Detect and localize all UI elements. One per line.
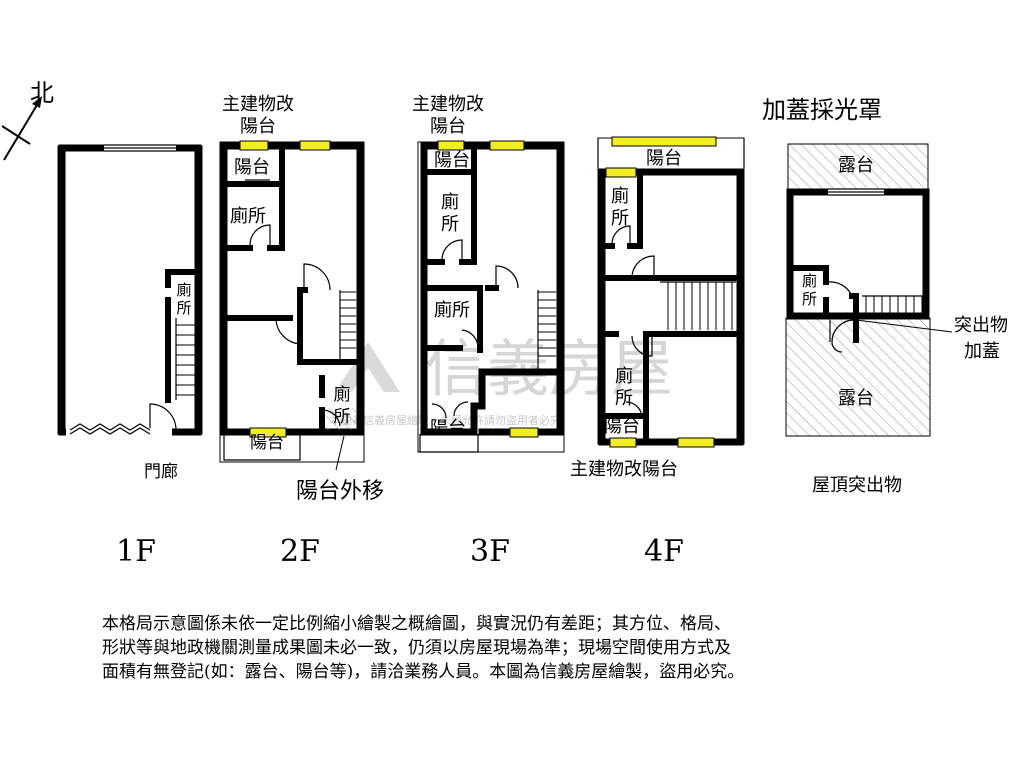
disclaimer: 本格局示意圖係未依一定比例縮小繪製之概繪圖，與實況仍有差距；其方位、格局、 形狀… (102, 612, 962, 684)
f3-balcony-bottom-label: 陽台 (430, 418, 466, 439)
f4-balcony-bottom-label: 陽台 (604, 416, 640, 437)
f3-toilet-top-label-2: 所 (441, 214, 459, 235)
floor-plan-drawing: 北 信義房屋 本圖為信義房屋繪製，未經允許請勿盜用者必究 廁 所 門廊 1F (1, 79, 1008, 569)
disclaimer-line-2: 形狀等與地政機關測量成果圖未必一致，仍須以房屋現場為準；現場空間使用方式及 (102, 638, 731, 658)
f3-window-1 (437, 140, 465, 151)
roof-toilet-label-1: 廁 (802, 272, 817, 290)
f3-floor-label: 3F (470, 534, 510, 569)
f3-window-3 (509, 427, 539, 438)
f2-toilet-bottom-label-2: 所 (334, 407, 351, 427)
f4-toilet-bottom-label-2: 所 (615, 388, 633, 409)
f2-moved-out-label: 陽台外移 (296, 479, 384, 504)
compass-label: 北 (30, 79, 54, 107)
roof-terrace-bottom-label: 露台 (838, 388, 874, 409)
floor-roof: 加蓋採光罩 露台 廁 所 露台 突出物 加蓋 屋頂突出物 (762, 96, 1008, 496)
f2-balcony-bottom-label: 陽台 (250, 433, 284, 453)
f3-converted-label-1: 主建物改 (412, 94, 484, 115)
roof-floor-label: 屋頂突出物 (812, 475, 902, 496)
f2-window-3 (249, 427, 287, 438)
f2-toilet-bottom-label-1: 廁 (334, 384, 351, 405)
watermark-small: 本圖為信義房屋繪製，未經允許請勿盜用者必究 (330, 413, 561, 427)
floor-3f: 主建物改 陽台 陽台 廁 所 廁所 陽台 3 (412, 94, 565, 569)
roof-extension-label-1: 突出物 (954, 315, 1008, 336)
f2-window-2 (299, 140, 331, 151)
f1-toilet-label-2: 所 (176, 299, 191, 317)
f4-balcony-top-label: 陽台 (646, 148, 682, 169)
f4-window-3 (677, 437, 715, 448)
f4-floor-label: 4F (644, 534, 684, 569)
f3-toilet-mid-label: 廁所 (434, 299, 470, 321)
f2-floor-label: 2F (280, 534, 320, 569)
roof-skylight-label: 加蓋採光罩 (762, 96, 882, 124)
f4-toilet-bottom-label-1: 廁 (615, 365, 633, 387)
f3-toilet-top-label-1: 廁 (441, 191, 459, 213)
f2-converted-label-2: 陽台 (240, 116, 276, 137)
f2-window-1 (239, 140, 269, 151)
floor-4f: 陽台 廁 所 廁 所 陽台 主建物改陽台 4F (570, 136, 745, 569)
roof-extension-label-2: 加蓋 (964, 341, 1000, 362)
floor-1f: 廁 所 門廊 1F (57, 144, 203, 569)
f3-balcony-top-label: 陽台 (434, 150, 470, 171)
roof-terrace-top-label: 露台 (838, 155, 874, 176)
f4-window-4 (609, 437, 637, 448)
floor-2f: 主建物改 陽台 陽台 (219, 94, 384, 569)
f1-toilet-label-1: 廁 (176, 281, 191, 299)
f2-converted-label-1: 主建物改 (222, 94, 294, 115)
f1-porch-label: 門廊 (144, 462, 178, 482)
f4-toilet-top-label-2: 所 (611, 208, 629, 229)
f2-balcony-top-label: 陽台 (234, 157, 270, 178)
disclaimer-line-3: 面積有無登記(如：露台、陽台等)，請洽業務人員。本圖為信義房屋繪製，盜用必究。 (102, 662, 745, 682)
f4-toilet-top-label-1: 廁 (611, 185, 629, 207)
north-arrow-icon (1, 96, 42, 161)
f3-window-2 (489, 140, 525, 151)
f2-toilet-top-label: 廁所 (230, 205, 266, 227)
f1-floor-label: 1F (116, 534, 156, 569)
f4-window-2 (605, 167, 637, 178)
disclaimer-line-1: 本格局示意圖係未依一定比例縮小繪製之概繪圖，與實況仍有差距；其方位、格局、 (102, 614, 731, 634)
f4-window-1 (611, 136, 717, 147)
f4-converted-label: 主建物改陽台 (570, 459, 678, 480)
f3-converted-label-2: 陽台 (430, 116, 466, 137)
roof-toilet-label-2: 所 (802, 290, 817, 308)
